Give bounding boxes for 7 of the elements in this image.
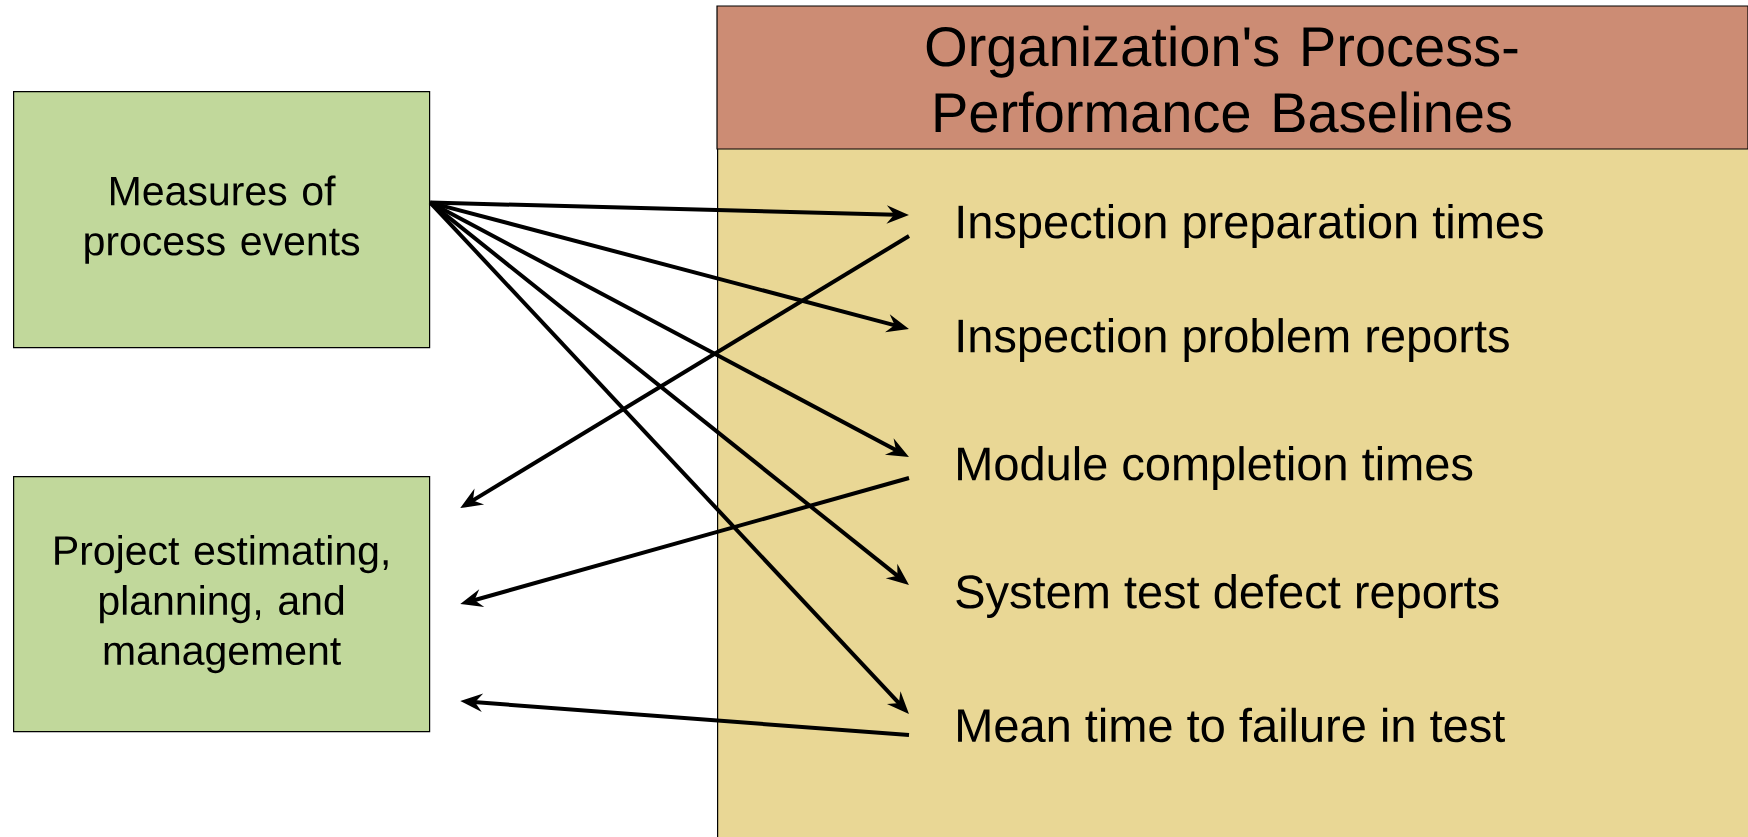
baseline-item: Module completion times [958, 446, 1473, 490]
text-box: Measures of process events [13, 91, 431, 349]
baseline-item: Inspection problem reports [958, 318, 1509, 362]
text-box: Project estimating, planning, and management [13, 476, 431, 733]
baseline-item: Inspection preparation times [958, 204, 1543, 248]
baseline-item: Mean time to failure in test [958, 707, 1505, 743]
baseline-item: System test defect reports [956, 574, 1499, 618]
